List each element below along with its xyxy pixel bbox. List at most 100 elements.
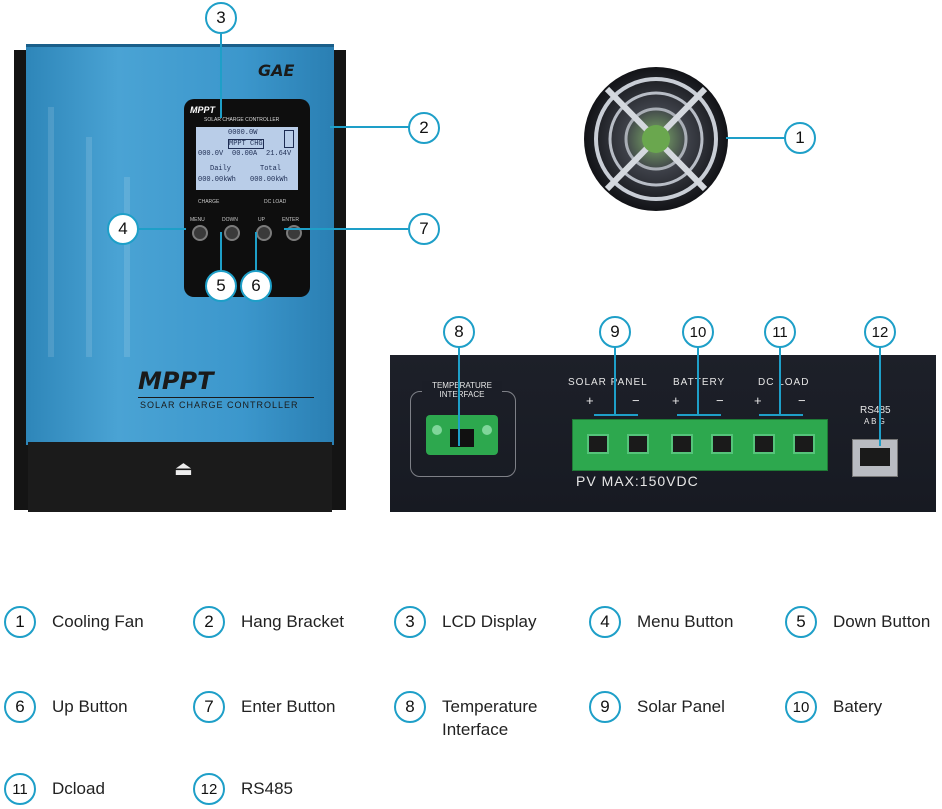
legend-item: 12 RS485 [193,773,293,805]
battery-minus-screw [711,434,733,454]
charge-label: CHARGE [198,199,220,205]
solar-plus: + [586,393,594,408]
callout-10: 10 [682,316,714,348]
dc-load-label: DC LOAD [758,377,810,388]
legend-item: 4 Menu Button [589,606,733,638]
dcload-minus: − [798,393,806,408]
down-button[interactable] [224,225,240,241]
lcd-panel: MPPT SOLAR CHARGE CONTROLLER 0000.0W MPP… [184,99,310,297]
legend-label: Temperature Interface [442,697,538,739]
front-title: MPPT [138,367,214,395]
lcd-battery-voltage: 21.64V [266,150,292,158]
legend-item: 2 Hang Bracket [193,606,344,638]
solar-minus: − [632,393,640,408]
battery-label: BATTERY [673,377,726,388]
legend-item: 5 Down Button [785,606,930,638]
rs485-pins: A B G [864,417,885,426]
dcload-plus-screw [753,434,775,454]
legend-number: 7 [193,691,225,723]
enter-label: ENTER [282,217,299,223]
cooling-fan-image [577,64,735,214]
callout-8: 8 [443,316,475,348]
lcd-mode: MPPT CHG [228,139,264,149]
legend-label: LCD Display [442,612,537,631]
dcload-plus: + [754,393,762,408]
menu-label: MENU [190,217,205,223]
legend-label: Cooling Fan [52,612,144,631]
legend-item: 7 Enter Button [193,691,336,723]
legend-number: 1 [4,606,36,638]
lcd-voltage: 000.0V [198,150,224,158]
legend-item: 3 LCD Display [394,606,536,638]
up-label: UP [258,217,265,223]
legend-label: RS485 [241,779,293,798]
legend-label: Batery [833,697,883,716]
callout-5: 5 [205,270,237,302]
callout-7: 7 [408,213,440,245]
solar-plus-screw [587,434,609,454]
legend-item: 8 Temperature Interface [394,691,552,741]
callout-9: 9 [599,316,631,348]
callout-11: 11 [764,316,796,348]
legend-label: Dcload [52,779,105,798]
battery-icon [284,130,294,148]
legend-item: 11 Dcload [4,773,105,805]
legend-number: 11 [4,773,36,805]
temperature-label: TEMPERATURE INTERFACE [422,381,502,399]
battery-plus: + [672,393,680,408]
legend-label: Enter Button [241,697,336,716]
legend-number: 8 [394,691,426,723]
legend-number: 4 [589,606,621,638]
rs485-port [852,439,898,477]
callout-12: 12 [864,316,896,348]
legend-item: 1 Cooling Fan [4,606,144,638]
legend-number: 2 [193,606,225,638]
dc-load-label: DC LOAD [264,199,287,205]
down-label: DOWN [222,217,238,223]
legend-number: 6 [4,691,36,723]
controller-base: ⏏ [28,442,332,512]
legend-number: 9 [589,691,621,723]
legend-label: Solar Panel [637,697,725,716]
legend-label: Down Button [833,612,931,631]
menu-button[interactable] [192,225,208,241]
charge-controller-image: GAE MPPT SOLAR CHARGE CONTROLLER 0000.0W… [14,44,346,514]
legend-number: 5 [785,606,817,638]
eject-icon: ⏏ [174,458,193,480]
legend-number: 12 [193,773,225,805]
lcd-power: 0000.0W [228,129,258,137]
legend-label: Up Button [52,697,128,716]
legend-number: 3 [394,606,426,638]
lcd-screen: 0000.0W MPPT CHG 000.0V 00.00A 21.64V Da… [196,127,298,190]
callout-1: 1 [784,122,816,154]
rs485-label: RS485 [860,405,891,416]
front-subtitle: SOLAR CHARGE CONTROLLER [140,400,299,410]
lcd-subtitle: SOLAR CHARGE CONTROLLER [204,117,280,123]
legend-number: 10 [785,691,817,723]
legend-label: Menu Button [637,612,734,631]
lcd-total-label: Total [260,165,282,173]
callout-6: 6 [240,270,272,302]
callout-3: 3 [205,2,237,34]
dcload-minus-screw [793,434,815,454]
legend-item: 10 Batery [785,691,882,723]
solar-panel-label: SOLAR PANEL [568,377,648,388]
lcd-daily-value: 000.00kWh [198,176,236,184]
solar-minus-screw [627,434,649,454]
battery-plus-screw [671,434,693,454]
legend-item: 9 Solar Panel [589,691,725,723]
brand-logo: GAE [258,61,295,80]
lcd-title: MPPT [190,105,216,115]
lcd-current: 00.00A [232,150,258,158]
terminal-panel-image: TEMPERATURE INTERFACE SOLAR PANEL BATTER… [390,355,936,512]
lcd-daily-label: Daily [210,165,232,173]
legend-label: Hang Bracket [241,612,344,631]
up-button[interactable] [256,225,272,241]
controller-body: GAE MPPT SOLAR CHARGE CONTROLLER 0000.0W… [26,44,334,445]
callout-4: 4 [107,213,139,245]
callout-2: 2 [408,112,440,144]
terminal-block [572,419,828,471]
pv-max-label: PV MAX:150VDC [576,473,699,489]
lcd-total-value: 000.00kWh [250,176,288,184]
battery-minus: − [716,393,724,408]
